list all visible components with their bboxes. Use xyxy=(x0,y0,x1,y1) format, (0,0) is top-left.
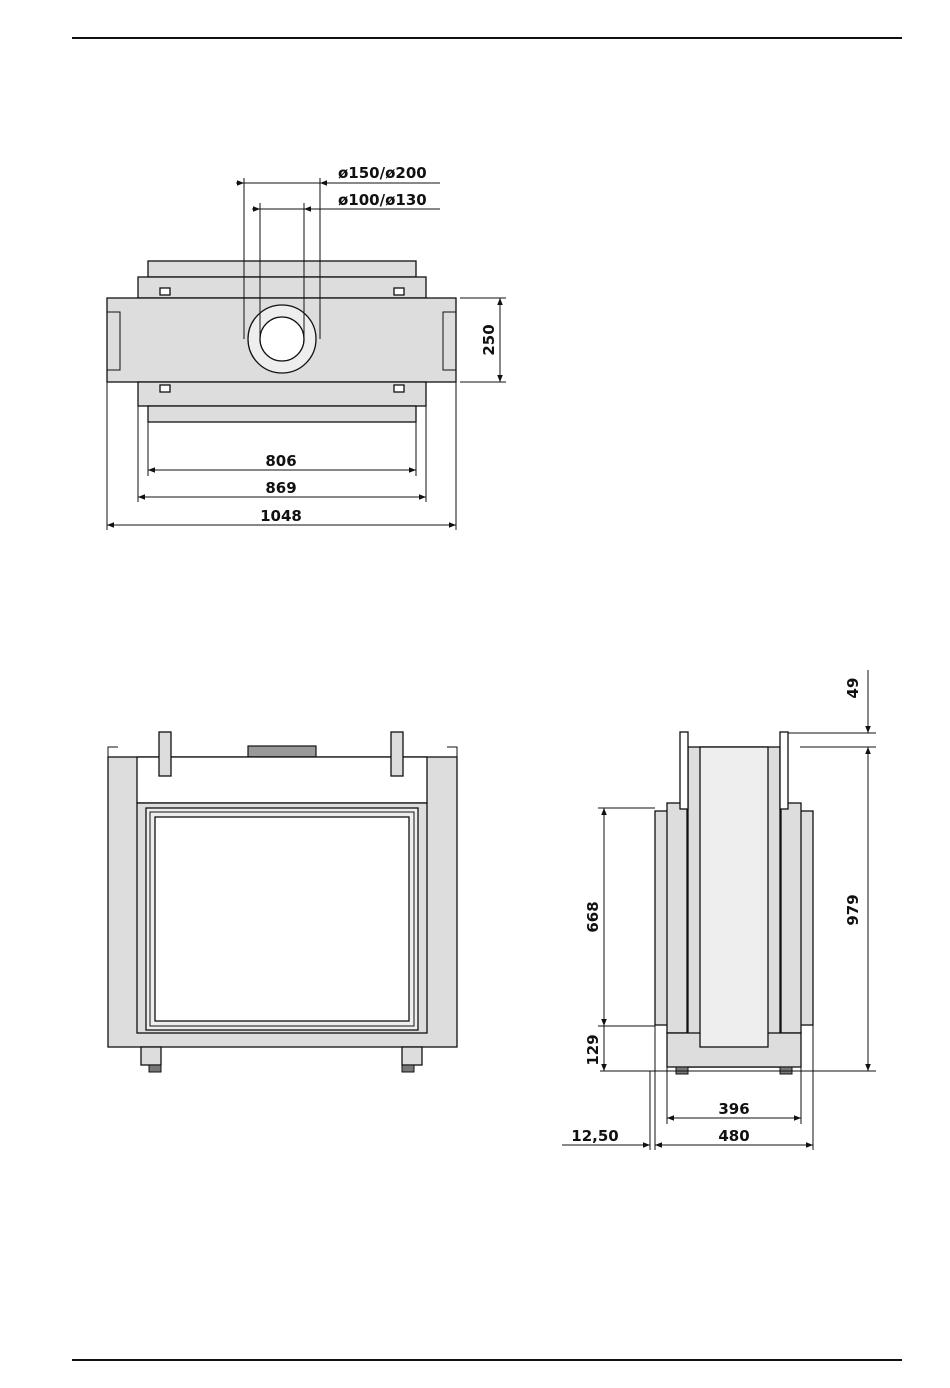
top-front-frame-outer xyxy=(148,406,416,422)
front-hang-bracket-right xyxy=(391,732,403,776)
top-back-clip-left xyxy=(160,288,170,295)
dim-width-middle: 869 xyxy=(265,479,296,497)
side-bracket-left xyxy=(680,732,688,809)
dim-depth-total: 480 xyxy=(718,1127,749,1145)
side-core xyxy=(700,747,768,1047)
top-front-clip-left xyxy=(160,385,170,392)
flue-inner-circle xyxy=(260,317,304,361)
front-view xyxy=(108,732,457,1072)
dim-flue-outer: ø150/ø200 xyxy=(338,164,427,182)
top-front-clip-right xyxy=(394,385,404,392)
front-leveller-right xyxy=(402,1065,414,1072)
side-frame-right-inner xyxy=(781,803,801,1033)
front-top-cover xyxy=(137,757,427,803)
dim-depth: 250 xyxy=(480,324,498,355)
dim-width-total: 1048 xyxy=(260,507,302,525)
side-bracket-right xyxy=(780,732,788,809)
side-frame-left-inner xyxy=(667,803,687,1033)
front-glass xyxy=(155,817,409,1021)
dim-height-total: 979 xyxy=(844,894,862,925)
top-view: ø150/ø200 ø100/ø130 250 806 869 1048 xyxy=(107,164,506,530)
front-flue-collar xyxy=(248,746,316,757)
dim-flue-inner: ø100/ø130 xyxy=(338,191,427,209)
dim-base-height: 129 xyxy=(584,1034,602,1065)
dim-top-offset: 49 xyxy=(844,678,862,699)
front-foot-right xyxy=(402,1047,422,1065)
top-back-frame-inner xyxy=(138,277,426,298)
top-back-clip-right xyxy=(394,288,404,295)
dim-width-inner: 806 xyxy=(265,452,296,470)
front-foot-left xyxy=(141,1047,161,1065)
dim-depth-inner: 396 xyxy=(718,1100,749,1118)
front-hang-bracket-left xyxy=(159,732,171,776)
front-bracket-left xyxy=(108,747,118,757)
front-leveller-left xyxy=(149,1065,161,1072)
top-front-frame-inner xyxy=(138,382,426,406)
dim-glass-height: 668 xyxy=(584,901,602,932)
front-bracket-right xyxy=(447,747,457,757)
side-view: 49 979 668 129 396 480 12,50 xyxy=(562,670,876,1150)
top-back-frame-outer xyxy=(148,261,416,277)
dim-frame-offset: 12,50 xyxy=(571,1127,618,1145)
